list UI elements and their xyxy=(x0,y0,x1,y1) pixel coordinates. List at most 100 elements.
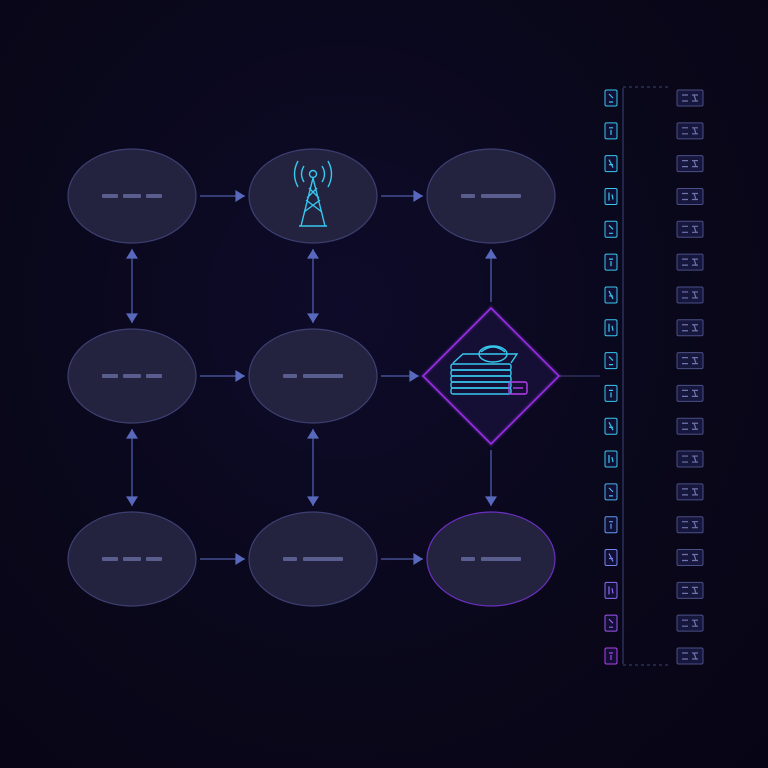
glyph-tag-icon xyxy=(676,155,704,173)
node-n21[interactable] xyxy=(67,328,197,424)
glyph-tag-icon xyxy=(604,89,618,107)
list-item[interactable] xyxy=(604,483,704,501)
placeholder-dash xyxy=(102,374,118,378)
glyph-tag-icon xyxy=(604,417,618,435)
node-n23[interactable] xyxy=(419,304,563,448)
glyph-tag-icon xyxy=(604,319,618,337)
placeholder-dash xyxy=(481,194,521,198)
edge-n31-n32 xyxy=(200,553,245,565)
node-n31[interactable] xyxy=(67,511,197,607)
glyph-tag-icon xyxy=(604,122,618,140)
list-item[interactable] xyxy=(604,187,704,205)
arrow-head xyxy=(307,496,319,506)
list-item[interactable] xyxy=(604,614,704,632)
placeholder-dash xyxy=(102,194,118,198)
radio-tower-icon xyxy=(293,160,333,227)
glyph-tag-icon xyxy=(676,286,704,304)
arrow-head xyxy=(409,370,419,382)
arrow-head xyxy=(126,249,138,259)
list-item[interactable] xyxy=(604,122,704,140)
label-placeholder xyxy=(283,557,343,561)
placeholder-dash xyxy=(123,194,141,198)
glyph-tag-icon xyxy=(604,581,618,599)
list-item[interactable] xyxy=(604,450,704,468)
arrow-head xyxy=(235,190,245,202)
glyph-tag-icon xyxy=(604,450,618,468)
arrow-head xyxy=(235,370,245,382)
edge-n23-n33 xyxy=(485,450,497,506)
glyph-tag-icon xyxy=(676,89,704,107)
glyph-tag-icon xyxy=(676,384,704,402)
edge-n11-n12 xyxy=(200,190,245,202)
list-item[interactable] xyxy=(604,417,704,435)
glyph-tag-icon xyxy=(604,220,618,238)
edge-n22-n23 xyxy=(381,370,419,382)
placeholder-dash xyxy=(481,557,521,561)
label-placeholder xyxy=(102,194,162,198)
glyph-tag-icon xyxy=(676,483,704,501)
arrow-head xyxy=(126,429,138,439)
list-item[interactable] xyxy=(604,220,704,238)
glyph-tag-icon xyxy=(604,384,618,402)
placeholder-dash xyxy=(283,374,297,378)
glyph-tag-icon xyxy=(676,549,704,567)
glyph-tag-icon xyxy=(604,155,618,173)
list-item[interactable] xyxy=(604,516,704,534)
list-item[interactable] xyxy=(604,155,704,173)
list-item[interactable] xyxy=(604,384,704,402)
list-item[interactable] xyxy=(604,319,704,337)
arrow-head xyxy=(126,496,138,506)
placeholder-dash xyxy=(461,557,475,561)
list-item[interactable] xyxy=(604,549,704,567)
node-n13[interactable] xyxy=(426,148,556,244)
node-shape[interactable] xyxy=(248,148,378,244)
list-item[interactable] xyxy=(604,647,704,665)
arrow-head xyxy=(307,429,319,439)
list-item[interactable] xyxy=(604,253,704,271)
label-placeholder xyxy=(461,194,521,198)
edge-n21-n22 xyxy=(200,370,245,382)
glyph-tag-icon xyxy=(604,516,618,534)
glyph-tag-icon xyxy=(604,352,618,370)
label-placeholder xyxy=(102,557,162,561)
placeholder-dash xyxy=(123,374,141,378)
label-placeholder xyxy=(283,374,343,378)
placeholder-dash xyxy=(461,194,475,198)
label-placeholder xyxy=(461,557,521,561)
arrow-head xyxy=(307,313,319,323)
arrow-head xyxy=(485,496,497,506)
glyph-tag-icon xyxy=(604,187,618,205)
node-n12[interactable] xyxy=(248,148,378,244)
label-placeholder xyxy=(102,374,162,378)
node-n11[interactable] xyxy=(67,148,197,244)
nodes-layer xyxy=(67,148,563,607)
side-list xyxy=(604,86,704,666)
edge-n12-n22 xyxy=(307,249,319,323)
glyph-tag-icon xyxy=(604,483,618,501)
placeholder-dash xyxy=(303,374,343,378)
glyph-tag-icon xyxy=(676,614,704,632)
database-stack-icon xyxy=(450,345,528,395)
edges-layer xyxy=(126,190,600,565)
list-item[interactable] xyxy=(604,89,704,107)
glyph-tag-icon xyxy=(676,352,704,370)
glyph-tag-icon xyxy=(604,549,618,567)
node-n22[interactable] xyxy=(248,328,378,424)
arrow-head xyxy=(413,190,423,202)
placeholder-dash xyxy=(146,557,162,561)
list-item[interactable] xyxy=(604,581,704,599)
glyph-tag-icon xyxy=(604,647,618,665)
glyph-tag-icon xyxy=(676,122,704,140)
list-item[interactable] xyxy=(604,352,704,370)
arrow-head xyxy=(126,313,138,323)
placeholder-dash xyxy=(102,557,118,561)
glyph-tag-icon xyxy=(676,417,704,435)
node-n32[interactable] xyxy=(248,511,378,607)
node-n33[interactable] xyxy=(426,511,556,607)
placeholder-dash xyxy=(146,374,162,378)
glyph-tag-icon xyxy=(676,581,704,599)
arrow-head xyxy=(235,553,245,565)
list-item[interactable] xyxy=(604,286,704,304)
